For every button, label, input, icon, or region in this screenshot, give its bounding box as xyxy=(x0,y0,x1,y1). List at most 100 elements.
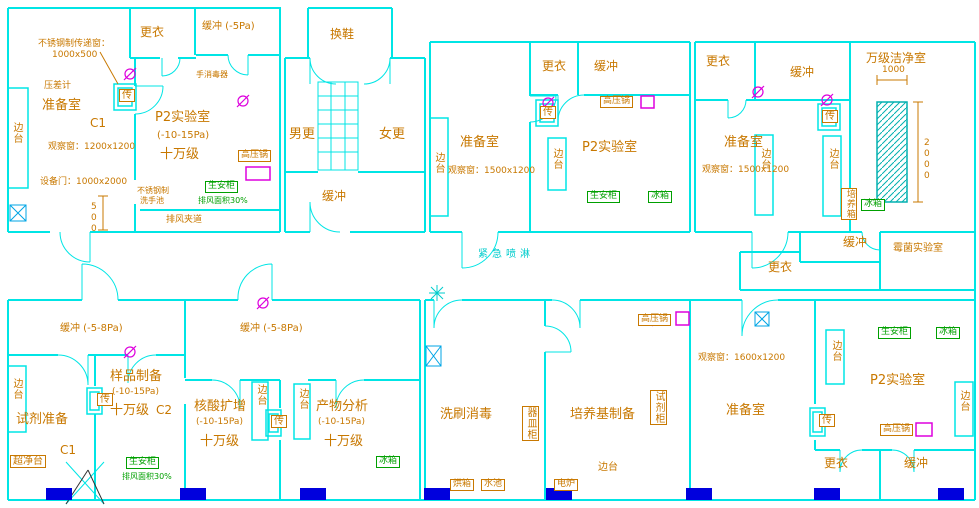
note-observation-window-tr: 观察窗：1500x1200 xyxy=(702,165,790,175)
label-biosafety-cabinet-bl: 生安柜 xyxy=(126,457,160,469)
bench-label-tr-right: 边台 xyxy=(827,148,838,170)
label-autoclave-tm: 高压锅 xyxy=(600,96,634,108)
label-fridge-tr: 冰箱 xyxy=(861,199,886,211)
label-fridge-br: 冰箱 xyxy=(936,327,961,339)
dim-1000: 1000 xyxy=(882,65,905,75)
note-observation-window-tl: 观察窗：1200x1200 xyxy=(48,142,136,152)
wall-lines xyxy=(7,7,976,501)
room-label-buffer-tm: 缓冲 xyxy=(594,59,619,73)
room-label-mold-lab: 霉菌实验室 xyxy=(893,243,943,254)
room-label-p2-lab-tm: P2实验室 xyxy=(582,140,638,155)
label-autoclave-br: 高压锅 xyxy=(880,424,914,436)
note-steel-pass-window-size: 1000x500 xyxy=(52,50,98,60)
bench-label-tm-inner: 边台 xyxy=(551,148,562,170)
room-label-changing-br: 更衣 xyxy=(824,456,849,470)
room-label-washing: 洗刷消毒 xyxy=(440,407,493,422)
label-clean-bench: 超净台 xyxy=(10,455,46,468)
room-label-pcr: 核酸扩增 xyxy=(194,399,247,414)
dimension-lines xyxy=(98,51,923,231)
bench-label-bl-left: 边台 xyxy=(11,378,22,400)
label-autoclave-tl: 高压锅 xyxy=(238,150,272,162)
room-label-analysis: 产物分析 xyxy=(316,399,369,414)
class-label-analysis: 十万级 xyxy=(324,434,364,449)
room-label-buffer-bl2: 缓冲 (-5-8Pa) xyxy=(240,323,303,334)
sink-x-boxes xyxy=(9,204,770,367)
label-reagent-cabinet: 试剂柜 xyxy=(650,390,667,425)
room-label-buffer-tl: 缓冲 (-5Pa) xyxy=(202,21,255,32)
room-label-buffer-entry: 缓冲 xyxy=(322,189,347,203)
label-incubator-tr: 培养箱 xyxy=(841,188,857,220)
emergency-shower-symbol xyxy=(429,285,445,301)
label-biosafety-cabinet-tm: 生安柜 xyxy=(587,191,621,203)
room-label-changing-tr: 更衣 xyxy=(706,54,731,68)
room-label-prep-tr: 准备室 xyxy=(724,135,764,150)
label-fridge-bl: 冰箱 xyxy=(376,456,401,468)
label-fridge-tm: 冰箱 xyxy=(648,191,673,203)
bench-label-br-left: 边台 xyxy=(830,340,841,362)
room-label-reagent-prep: 试剂准备 xyxy=(16,412,69,427)
bench-label-bl-mid1: 边台 xyxy=(255,384,266,406)
room-label-men-changing: 男更 xyxy=(289,127,316,142)
room-label-prep-tl: 准备室 xyxy=(42,98,82,113)
label-exhaust-duct: 排风夹道 xyxy=(166,215,203,225)
room-label-buffer-bl1: 缓冲 (-5-8Pa) xyxy=(60,323,123,334)
bench-outlines xyxy=(7,87,974,441)
room-code-c1-tl: C1 xyxy=(90,116,107,130)
label-pressure-gauge: 压差计 xyxy=(44,81,72,91)
label-oven: 烘箱 xyxy=(450,479,475,491)
note-exhaust-area-bl: 排风面积30% xyxy=(122,472,172,481)
bench-label-bm: 边台 xyxy=(598,462,618,473)
bench-label-br-right: 边台 xyxy=(958,390,969,412)
room-code-c2: C2 xyxy=(156,403,173,417)
label-biosafety-cabinet-tl: 生安柜 xyxy=(205,181,239,193)
bench-label-bl-mid2: 边台 xyxy=(297,388,308,410)
room-label-changing-tl: 更衣 xyxy=(140,25,165,39)
label-vessel-cabinet: 器皿柜 xyxy=(522,406,539,441)
pressure-note-analysis: (-10-15Pa) xyxy=(318,417,365,427)
pass-box-label-bl2: 传 xyxy=(271,415,287,428)
label-emergency-shower: 紧急喷淋 xyxy=(478,249,534,260)
pressure-note-tl: (-10-15Pa) xyxy=(157,130,210,141)
label-hand-sanitizer: 手消毒器 xyxy=(196,70,228,79)
note-observation-window-br: 观察窗：1600x1200 xyxy=(698,353,786,363)
door-arcs xyxy=(57,54,915,473)
room-label-media-prep: 培养基制备 xyxy=(570,407,636,422)
label-sink: 水池 xyxy=(481,479,506,491)
pressure-note-sample-prep: (-10-15Pa) xyxy=(112,387,159,397)
pass-box-label-tm: 传 xyxy=(540,106,556,119)
label-steel-sink-line1: 不锈钢制 xyxy=(137,186,169,195)
class-label-sample-prep: 十万级 xyxy=(110,403,150,418)
pass-box-label-br: 传 xyxy=(819,414,835,427)
note-steel-pass-window: 不锈钢制传递窗： xyxy=(38,39,111,49)
pass-box-label-tl: 传 xyxy=(119,89,135,102)
drain-symbols xyxy=(123,67,834,359)
label-steel-sink-line2: 洗手池 xyxy=(140,196,164,205)
room-label-buffer-tr2: 缓冲 xyxy=(843,235,868,249)
room-label-changing-tm: 更衣 xyxy=(542,59,567,73)
room-label-buffer-br: 缓冲 xyxy=(904,456,929,470)
column-markers xyxy=(46,488,964,500)
room-label-prep-tm: 准备室 xyxy=(460,135,500,150)
dim-2000: 2000 xyxy=(921,138,932,182)
shoe-cabinet-grid xyxy=(317,81,359,171)
bench-label-tm-left: 边台 xyxy=(433,152,444,174)
pass-box-label-bl1: 传 xyxy=(97,393,113,406)
note-equipment-door-tl: 设备门：1000x2000 xyxy=(40,177,128,187)
note-observation-window-tm: 观察窗：1500x1200 xyxy=(448,166,536,176)
autoclave-symbols xyxy=(245,95,933,437)
bench-label-tr-left: 边台 xyxy=(759,148,770,170)
room-label-women-changing: 女更 xyxy=(379,127,406,142)
room-label-shoe-change: 换鞋 xyxy=(330,27,355,41)
pass-box-label-tr: 传 xyxy=(822,110,838,123)
note-exhaust-area-tl: 排风面积30% xyxy=(198,196,248,205)
room-label-buffer-tr: 缓冲 xyxy=(790,65,815,79)
bench-label-tl: 边台 xyxy=(11,122,22,144)
room-label-changing-tr2: 更衣 xyxy=(768,260,793,274)
room-label-p2-lab-tl: P2实验室 xyxy=(155,110,211,125)
room-code-c1-bl: C1 xyxy=(60,443,77,457)
hatch-equipment xyxy=(876,101,908,203)
class-label-tl: 十万级 xyxy=(160,147,200,162)
room-label-prep-br: 准备室 xyxy=(726,403,766,418)
